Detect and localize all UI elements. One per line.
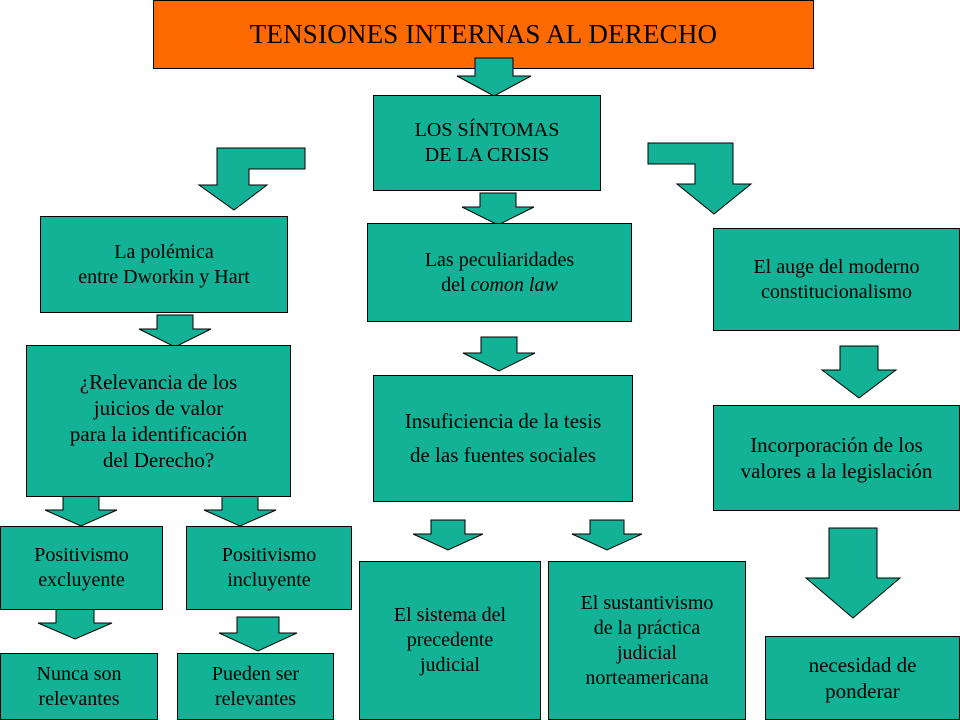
node-text-line: de la práctica <box>593 616 701 639</box>
node-text-line: Positivismo <box>34 544 129 566</box>
node-text-line: excluyente <box>38 569 125 591</box>
arrow-down-peculiaridades-to-insuficiencia <box>462 336 536 372</box>
arrow-down-sintomas-to-peculiaridades <box>461 192 535 226</box>
node-sustantivismo-practica: El sustantivismo de la práctica judicial… <box>548 561 746 720</box>
node-relevancia-juicios-valor: ¿Relevancia de los juicios de valor para… <box>26 345 291 497</box>
node-text-line: Las peculiaridades <box>424 248 575 271</box>
node-text-line: DE LA CRISIS <box>424 144 550 166</box>
node-text-line: relevantes <box>38 687 120 710</box>
node-text-line: El sistema del <box>393 604 507 626</box>
node-text-line: judicial <box>420 654 480 676</box>
arrow-down-auge-to-incorporacion <box>820 345 898 399</box>
arrow-down-incluyente-to-pueden <box>218 616 298 652</box>
arrow-bent-left-sintomas-to-polemica <box>197 147 307 211</box>
arrow-down-excluyente-to-nunca <box>37 608 113 640</box>
node-text-line: para la identificación <box>69 422 248 446</box>
node-text-line: El auge del moderno <box>753 255 920 278</box>
node-incorporacion-valores: Incorporación de los valores a la legisl… <box>713 405 960 511</box>
node-text-line: constitucionalismo <box>760 280 913 303</box>
arrow-down-insuficiencia-to-sustantivismo <box>571 519 643 551</box>
node-text-line: LOS SÍNTOMAS <box>414 119 560 141</box>
node-text-line: ¿Relevancia de los <box>79 369 238 394</box>
node-text-line: de las fuentes sociales <box>409 442 597 467</box>
node-positivismo-excluyente: Positivismo excluyente <box>0 526 163 610</box>
node-text-line: precedente <box>406 629 494 651</box>
node-text-line: Incorporación de los <box>750 432 923 457</box>
diagram-title-text: TENSIONES INTERNAS AL DERECHO <box>249 18 718 49</box>
arrow-down-relevancia-to-incluyente <box>203 495 277 527</box>
node-positivismo-incluyente: Positivismo incluyente <box>186 526 352 610</box>
node-text-line: necesidad de <box>808 652 917 677</box>
node-sistema-precedente: El sistema del precedente judicial <box>359 561 541 720</box>
arrow-down-title-to-sintomas <box>456 57 532 97</box>
node-text-italic: comon law <box>470 273 558 296</box>
node-text-line: Positivismo <box>221 544 317 566</box>
node-text-line: ponderar <box>825 679 900 703</box>
arrow-bent-right-sintomas-to-auge <box>647 142 759 216</box>
node-text-line: valores a la legislación <box>740 459 933 483</box>
node-text-line: judicial <box>617 641 677 664</box>
node-text-line: relevantes <box>214 687 297 710</box>
node-auge-constitucionalismo: El auge del moderno constitucionalismo <box>713 228 960 331</box>
node-sintomas-crisis: LOS SÍNTOMAS DE LA CRISIS <box>373 95 601 191</box>
node-peculiaridades-comon-law: Las peculiaridades del comon law <box>367 223 632 322</box>
arrow-down-relevancia-to-excluyente <box>44 495 118 527</box>
node-text-line: del comon law <box>441 273 558 298</box>
node-text-line: La polémica <box>114 240 214 263</box>
node-necesidad-ponderar: necesidad de ponderar <box>765 636 960 720</box>
node-text-line: juicios de valor <box>93 395 224 420</box>
node-pueden-relevantes: Pueden ser relevantes <box>177 653 334 720</box>
node-text-line: Insuficiencia de la tesis <box>404 408 602 433</box>
node-text-line: norteamericana <box>585 666 709 689</box>
node-nunca-relevantes: Nunca son relevantes <box>0 653 158 720</box>
node-text-prefix: del <box>441 273 471 296</box>
node-insuficiencia-tesis: Insuficiencia de la tesis de las fuentes… <box>373 375 633 502</box>
node-text-line: El sustantivismo <box>580 591 714 614</box>
arrow-down-insuficiencia-to-precedente <box>412 519 484 551</box>
node-text-line: incluyente <box>227 569 311 591</box>
node-polemica-dworkin-hart: La polémica entre Dworkin y Hart <box>40 216 288 313</box>
arrow-down-polemica-to-relevancia <box>138 314 212 348</box>
node-text-line: Pueden ser <box>211 662 300 685</box>
node-text-line: Nunca son <box>36 662 122 685</box>
node-text-line: del Derecho? <box>102 448 215 473</box>
node-text-line: entre Dworkin y Hart <box>78 265 250 288</box>
arrow-down-incorporacion-to-ponderar <box>804 527 902 619</box>
